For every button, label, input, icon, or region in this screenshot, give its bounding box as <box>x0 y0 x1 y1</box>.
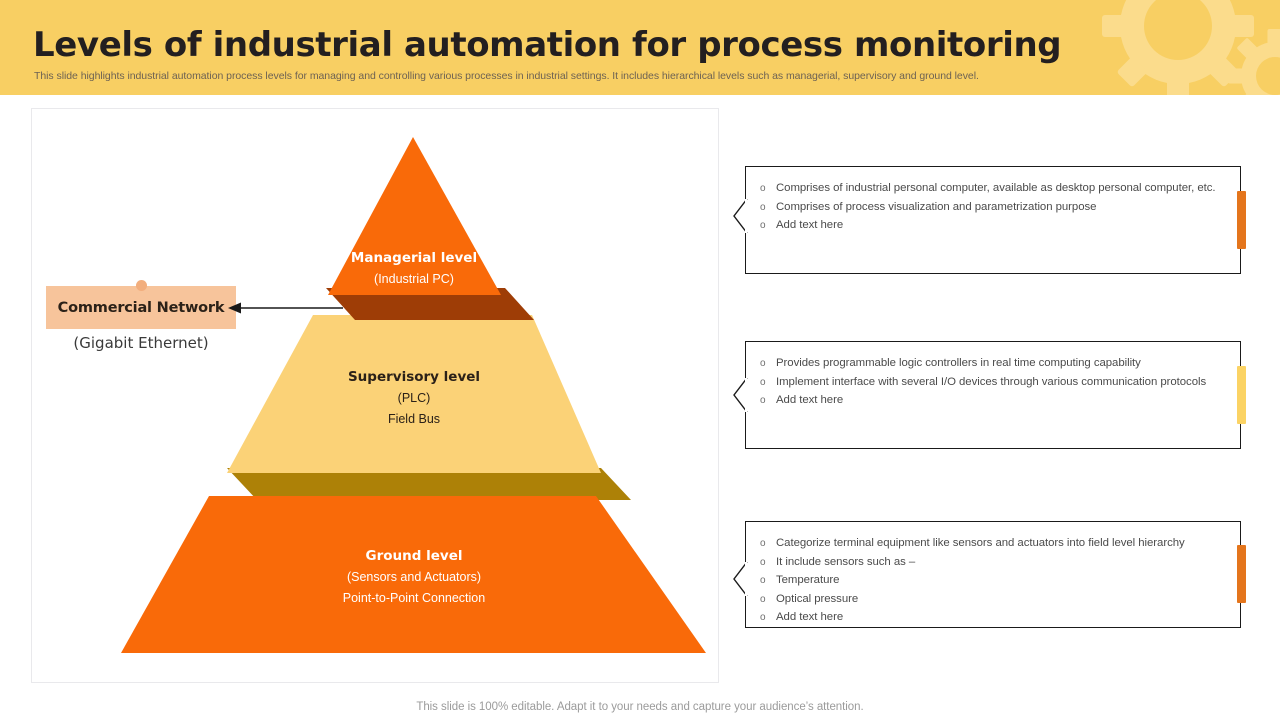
managerial-level-sub1: (Industrial PC) <box>374 272 454 286</box>
bullet-list-ground: Categorize terminal equipment like senso… <box>746 522 1240 639</box>
accent-bar-managerial <box>1237 191 1246 249</box>
gear-decoration-icon <box>1102 0 1280 95</box>
managerial-level-shape <box>328 137 501 295</box>
list-item: Provides programmable logic controllers … <box>760 356 1222 372</box>
commercial-network-label: Commercial Network <box>57 299 225 316</box>
ground-level-sub2: Point-to-Point Connection <box>343 591 485 605</box>
info-box-managerial: Comprises of industrial personal compute… <box>733 166 1246 274</box>
supervisory-level-sub2: Field Bus <box>388 412 440 426</box>
page-subtitle: This slide highlights industrial automat… <box>34 70 979 82</box>
managerial-shadow <box>326 288 534 320</box>
list-item: It include sensors such as – <box>760 555 1222 571</box>
list-item: Implement interface with several I/O dev… <box>760 375 1222 391</box>
footer-note: This slide is 100% editable. Adapt it to… <box>416 701 864 713</box>
accent-bar-supervisory <box>1237 366 1246 424</box>
connector-notch-icon <box>733 199 748 233</box>
list-item: Add text here <box>760 610 1222 626</box>
list-item: Categorize terminal equipment like senso… <box>760 536 1222 552</box>
callout-arrow-icon <box>228 302 343 314</box>
ground-level-title: Ground level <box>366 548 463 564</box>
managerial-level-title: Managerial level <box>351 250 477 266</box>
list-item: Add text here <box>760 218 1222 234</box>
accent-bar-ground <box>1237 545 1246 603</box>
page-title: Levels of industrial automation for proc… <box>33 25 1062 65</box>
connector-notch-icon <box>733 378 748 412</box>
bullet-list-supervisory: Provides programmable logic controllers … <box>746 342 1240 422</box>
info-box-supervisory: Provides programmable logic controllers … <box>733 341 1246 449</box>
commercial-network-sublabel: (Gigabit Ethernet) <box>73 334 209 352</box>
list-item: Optical pressure <box>760 592 1222 608</box>
list-item: Temperature <box>760 573 1222 589</box>
commercial-network-callout[interactable]: Commercial Network <box>46 286 236 329</box>
slide-header: Levels of industrial automation for proc… <box>0 0 1280 95</box>
supervisory-level-sub1: (PLC) <box>398 391 431 405</box>
list-item: Comprises of process visualization and p… <box>760 200 1222 216</box>
pyramid-diagram: Managerial level (Industrial PC) Supervi… <box>121 137 706 653</box>
info-box-ground: Categorize terminal equipment like senso… <box>733 521 1246 628</box>
ground-level-sub1: (Sensors and Actuators) <box>347 570 481 584</box>
bullet-list-managerial: Comprises of industrial personal compute… <box>746 167 1240 247</box>
supervisory-level-title: Supervisory level <box>348 369 480 385</box>
connector-notch-icon <box>733 562 748 596</box>
list-item: Add text here <box>760 393 1222 409</box>
supervisory-shadow <box>227 468 631 500</box>
list-item: Comprises of industrial personal compute… <box>760 181 1222 197</box>
callout-resize-handle[interactable] <box>136 280 147 291</box>
supervisory-level-shape <box>227 315 601 473</box>
ground-level-shape <box>121 496 706 653</box>
